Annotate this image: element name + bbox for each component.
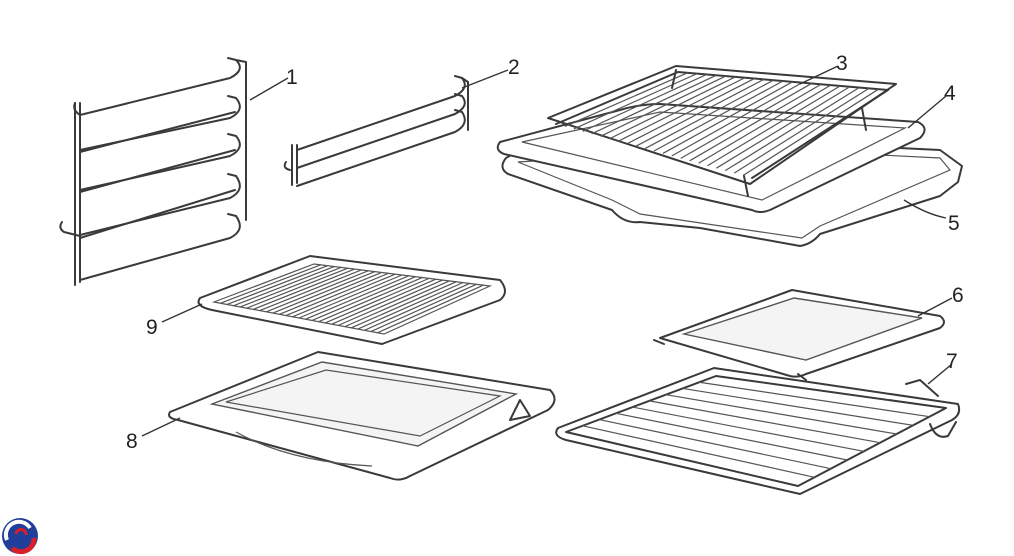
brand-swirl-logo-icon: [2, 518, 38, 555]
callout-6: 6: [952, 284, 964, 307]
wire-rod: [724, 87, 860, 172]
part-2-side-rack-short: [283, 75, 469, 187]
part-1-side-rack-tall: [59, 57, 247, 286]
wire-rod: [653, 80, 784, 152]
wire-rod: [233, 265, 335, 307]
part-6-enamel-pan: [653, 289, 945, 381]
callout-9: 9: [146, 316, 158, 339]
wire-rod: [698, 84, 832, 164]
wire-rod: [582, 73, 707, 132]
wire-rod: [707, 85, 841, 167]
wire-rod: [609, 76, 736, 140]
wire-rod: [298, 274, 403, 319]
part-8-baking-tray: [168, 351, 556, 481]
leader-lines: [141, 65, 953, 437]
wire-rod: [599, 418, 832, 470]
part-7-oven-wire-rack: [555, 367, 961, 495]
wire-rod: [285, 272, 389, 317]
wire-rod: [626, 78, 755, 145]
callout-7: 7: [946, 350, 958, 373]
wire-rod: [644, 79, 774, 150]
wire-rod: [246, 267, 349, 309]
wire-rod: [259, 269, 362, 312]
wire-rod: [671, 82, 803, 157]
wire-rod: [370, 283, 477, 333]
wire-rod: [564, 72, 688, 128]
wire-rod: [582, 425, 815, 478]
part-4-flat-plate: [496, 103, 926, 213]
callout-1: 1: [286, 66, 298, 89]
wire-rod: [632, 406, 864, 452]
wire-rod: [279, 271, 382, 315]
callout-5: 5: [948, 212, 960, 235]
part-3-wire-grill: [547, 65, 897, 197]
wire-rod: [305, 275, 410, 320]
wire-rod: [377, 284, 484, 334]
wire-rod: [239, 266, 342, 308]
wire-rod: [742, 88, 879, 177]
wire-rod: [635, 78, 765, 147]
wire-rod: [689, 83, 822, 162]
wire-rod: [344, 280, 450, 328]
wire-rod: [600, 75, 726, 137]
wire-rod: [665, 394, 897, 435]
wire-rod: [266, 270, 369, 313]
wire-rod: [680, 82, 812, 159]
wire-rod: [331, 278, 437, 325]
wire-rod: [253, 268, 355, 310]
wire-rod: [618, 77, 746, 142]
wire-rod: [364, 282, 470, 331]
wire-rod: [357, 282, 464, 330]
wire-rod: [318, 276, 423, 323]
callout-2: 2: [508, 56, 520, 79]
wire-rod: [337, 279, 443, 326]
wire-rod: [272, 271, 376, 314]
wire-rod: [292, 273, 396, 318]
callout-3: 3: [836, 52, 848, 75]
wire-rod: [682, 387, 914, 426]
wire-rod: [591, 74, 717, 135]
wire-rod: [615, 412, 848, 461]
wire-rod: [649, 400, 881, 444]
wire-rod: [662, 81, 793, 154]
wire-rod: [324, 277, 430, 324]
wire-rod: [220, 264, 321, 304]
callout-8: 8: [126, 430, 138, 453]
wire-rod: [733, 87, 870, 174]
callout-4: 4: [944, 82, 956, 105]
wire-rod: [573, 73, 698, 130]
wire-rod: [226, 265, 328, 306]
part-9-wire-shelf: [197, 255, 506, 345]
wire-rod: [716, 86, 851, 169]
wire-rod: [699, 381, 930, 418]
wire-rod: [351, 281, 457, 329]
wire-rod: [311, 276, 416, 322]
